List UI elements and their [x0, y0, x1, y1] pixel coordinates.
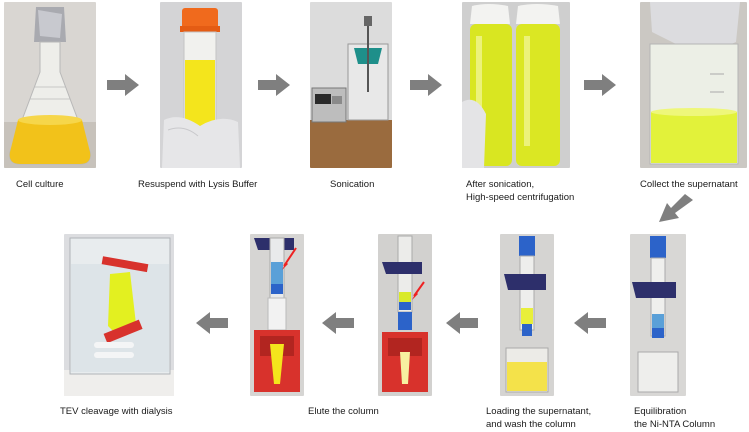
- photo-resuspend: [160, 2, 242, 168]
- label-elute: Elute the column: [308, 405, 379, 418]
- label-resuspend: Resuspend with Lysis Buffer: [138, 178, 257, 191]
- photo-after-sonication: [462, 2, 570, 168]
- label-loading-line2: and wash the column: [486, 419, 576, 430]
- label-collect-supernatant-text: Collect the supernatant: [640, 179, 738, 190]
- photo-loading: [500, 234, 554, 396]
- arrow-right-icon: [410, 74, 442, 96]
- photo-elute: [250, 234, 304, 396]
- photo-tev-dialysis: [64, 234, 174, 396]
- label-equilibration-line2: the Ni-NTA Column: [634, 419, 716, 430]
- label-collect-supernatant: Collect the supernatant: [640, 178, 738, 191]
- arrow-left-icon: [574, 312, 606, 334]
- arrow-left-icon: [196, 312, 228, 334]
- arrow-left-icon: [446, 312, 478, 334]
- label-sonication-text: Sonication: [330, 179, 375, 190]
- label-loading: Loading the supernatant, and wash the co…: [486, 405, 591, 431]
- label-after-sonication-line2: High-speed centrifugation: [466, 192, 575, 203]
- photo-cell-culture: [4, 2, 96, 168]
- arrow-down-left-icon: [659, 194, 693, 222]
- label-elute-text: Elute the column: [308, 406, 379, 417]
- label-after-sonication-line1: After sonication,: [466, 179, 535, 190]
- label-equilibration: Equilibration the Ni-NTA Column: [634, 405, 715, 431]
- label-tev: TEV cleavage with dialysis: [60, 405, 172, 418]
- arrow-right-icon: [258, 74, 290, 96]
- arrow-left-icon: [322, 312, 354, 334]
- label-resuspend-text: Resuspend with Lysis Buffer: [138, 179, 258, 190]
- label-loading-line1: Loading the supernatant,: [486, 406, 592, 417]
- arrow-right-icon: [584, 74, 616, 96]
- label-cell-culture: Cell culture: [16, 178, 64, 191]
- label-after-sonication: After sonication, High-speed centrifugat…: [466, 178, 574, 204]
- arrow-right-icon: [107, 74, 139, 96]
- photo-equilibration: [630, 234, 686, 396]
- label-sonication: Sonication: [330, 178, 374, 191]
- label-cell-culture-text: Cell culture: [16, 179, 64, 190]
- photo-sonication: [310, 2, 392, 168]
- photo-column-rack: [378, 234, 432, 396]
- label-tev-text: TEV cleavage with dialysis: [60, 406, 173, 417]
- label-equilibration-line1: Equilibration: [634, 406, 687, 417]
- photo-collect-supernatant: [640, 2, 747, 168]
